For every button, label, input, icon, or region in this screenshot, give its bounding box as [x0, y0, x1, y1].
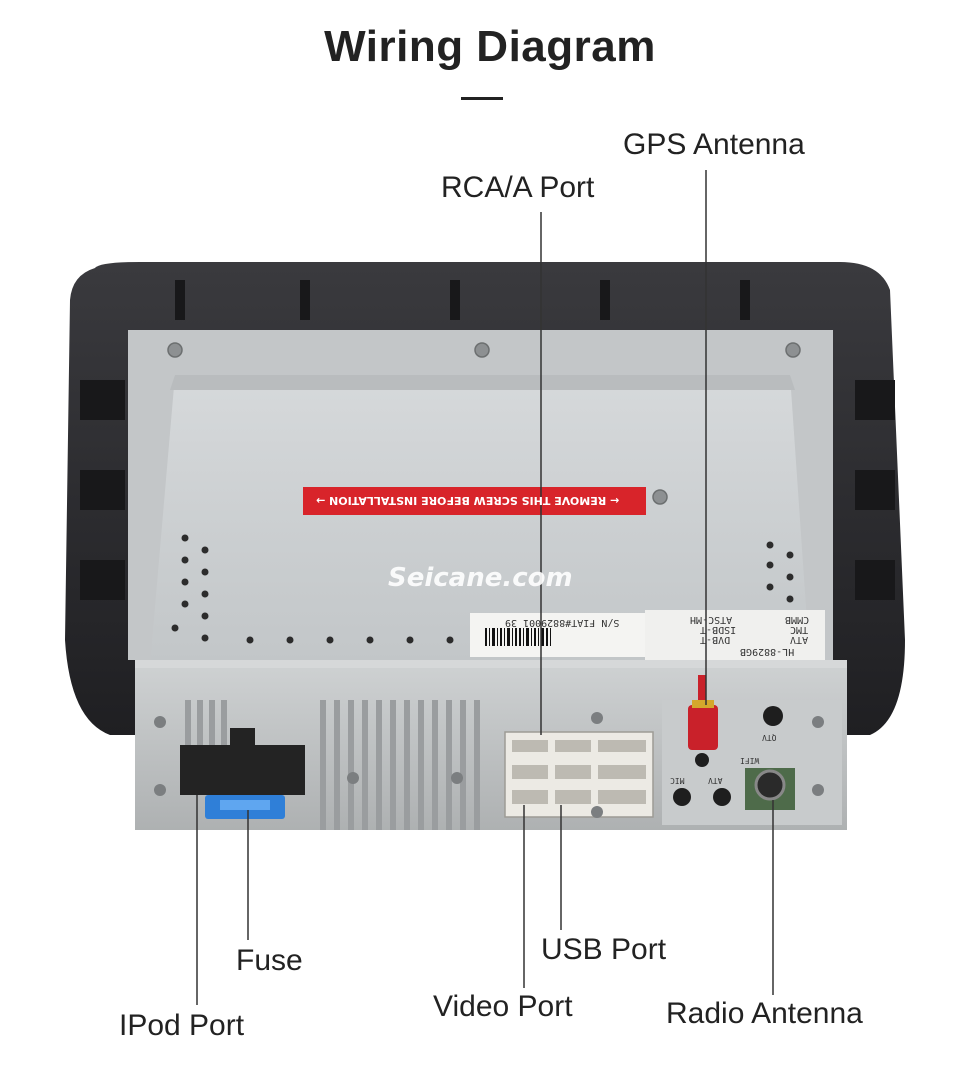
- jack-small: [695, 753, 709, 767]
- gps-connector: [688, 705, 718, 750]
- label-video-port: Video Port: [433, 990, 573, 1023]
- option-cmmb: CMMB: [785, 614, 810, 625]
- warning-sticker: [303, 487, 646, 515]
- heatsink-fins: [185, 700, 480, 830]
- model-number: HL-8829GB: [740, 646, 795, 657]
- title-underline: [461, 97, 503, 100]
- label-radio-antenna: Radio Antenna: [666, 997, 863, 1030]
- chassis-top: [150, 375, 810, 665]
- barcode: [485, 628, 551, 646]
- warning-sticker-text: ← REMOVE THIS SCREW BEFORE INSTALLATION …: [316, 494, 620, 507]
- bezel-ribs: [80, 280, 895, 600]
- port-mark-qtv: QTV: [762, 733, 777, 742]
- label-usb-port: USB Port: [541, 933, 667, 966]
- option-dvb-t: DVB-T: [700, 634, 731, 645]
- label-rca-port: RCA/A Port: [441, 171, 595, 204]
- label-fuse: Fuse: [236, 944, 303, 977]
- callout-lines: [196, 170, 774, 1005]
- iso-connector: [180, 745, 305, 795]
- plate-screws: [167, 342, 801, 505]
- port-mark-mic: MIC: [670, 776, 685, 785]
- serial-sticker: [470, 613, 645, 657]
- label-gps-antenna: GPS Antenna: [623, 128, 805, 161]
- brand-watermark: Seicane.com: [388, 563, 573, 593]
- faceplate-screws: [154, 712, 824, 818]
- port-mark-wifi: WIFI: [740, 756, 760, 765]
- option-isdb-t: ISDB-T: [700, 624, 737, 635]
- mic-jack: [673, 788, 691, 806]
- label-ipod-port: IPod Port: [119, 1009, 245, 1042]
- port-mark-atv: ATV: [708, 776, 723, 785]
- serial-number: S/N FIAT#8829001 39: [505, 617, 620, 628]
- vent-holes: [171, 534, 794, 644]
- option-tmc: TMC: [790, 624, 809, 635]
- page-title: Wiring Diagram: [324, 22, 656, 71]
- options-sticker: [645, 610, 825, 662]
- atv-jack: [713, 788, 731, 806]
- qtv-jack: [763, 706, 783, 726]
- option-atv: ATV: [790, 634, 809, 645]
- option-atsc-mh: ATSC-MH: [690, 614, 733, 625]
